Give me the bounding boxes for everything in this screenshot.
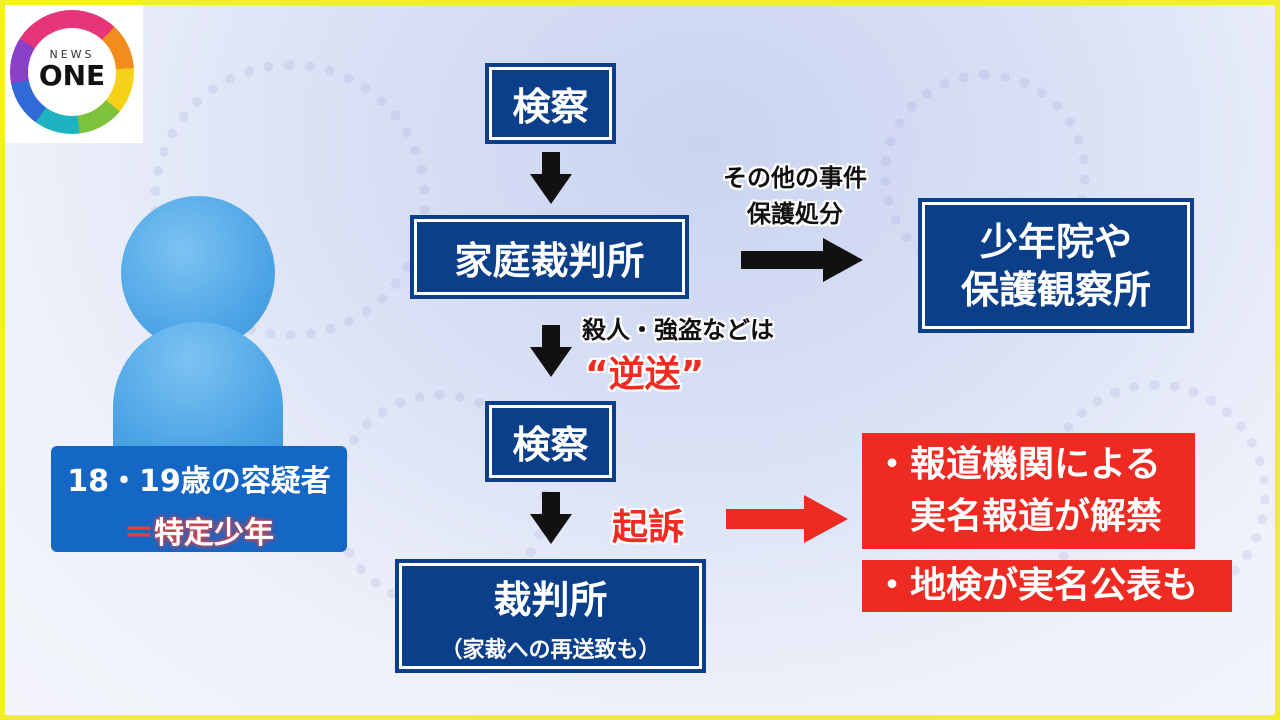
saibansho-box: 裁判所 （家裁への再送致も） — [395, 559, 706, 673]
other-cases-note: その他の事件 保護処分 — [700, 160, 890, 232]
logo-news-text: NEWS — [49, 48, 95, 61]
kensatsu-box-top: 検察 — [485, 63, 616, 144]
katei-saibansho-text: 家庭裁判所 — [454, 238, 645, 283]
murder-robbery-note: 殺人・強盗などは — [582, 316, 774, 344]
kiso-note: 起訴 — [612, 507, 685, 548]
logo-inner: NEWS ONE — [28, 28, 116, 116]
red-arrow-right-icon — [726, 495, 848, 543]
saibansho-sub-text: （家裁への再送致も） — [440, 637, 661, 663]
tokutei-shonen-text: 特定少年 — [154, 516, 274, 551]
person-label: 18・19歳の容疑者 ＝特定少年 — [51, 446, 347, 552]
logo-one-text: ONE — [38, 59, 106, 92]
protective-disposition-text: 保護処分 — [747, 200, 843, 228]
shonen-line2: 保護観察所 — [960, 267, 1151, 312]
outcome-box-reporting: ・報道機関による 実名報道が解禁 — [862, 433, 1195, 549]
outcome-box-prosecutor: ・地検が実名公表も — [862, 560, 1232, 612]
equals-sign: ＝ — [124, 516, 154, 551]
outcome-item1-line2-wrap: 実名報道が解禁 — [874, 491, 1195, 543]
arrow-down-icon — [530, 492, 572, 544]
kensatsu-top-text: 検察 — [512, 85, 589, 129]
background-ring — [150, 60, 430, 340]
outcome-item2: ・地検が実名公表も — [874, 565, 1199, 606]
katei-saibansho-box: 家庭裁判所 — [410, 215, 689, 299]
outcome-item1-line1: ・報道機関による — [874, 444, 1161, 485]
shonen-line1: 少年院や — [979, 219, 1132, 264]
arrow-down-icon — [530, 325, 572, 377]
outcome-item1-line2: 実名報道が解禁 — [910, 496, 1163, 537]
other-cases-text: その他の事件 — [723, 164, 867, 192]
person-label-line2: ＝特定少年 — [51, 508, 347, 552]
arrow-right-icon — [741, 238, 863, 282]
kensatsu-box-second: 検察 — [485, 401, 616, 482]
shonenin-hogo-box: 少年院や 保護観察所 — [918, 198, 1194, 333]
kensatsu-second-text: 検察 — [512, 423, 589, 467]
gyakuso-note: “逆送” — [585, 354, 705, 395]
news-one-logo: NEWS ONE — [0, 0, 143, 143]
saibansho-text: 裁判所 — [493, 577, 608, 622]
person-label-line1: 18・19歳の容疑者 — [67, 464, 331, 499]
arrow-down-icon — [530, 152, 572, 204]
